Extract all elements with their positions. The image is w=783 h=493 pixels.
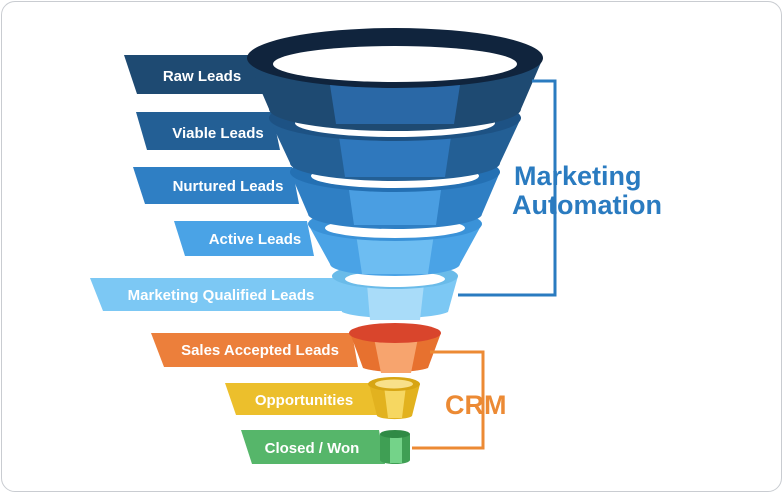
stage-ribbon-closed-won: Closed / Won bbox=[241, 430, 385, 464]
marketing-automation-label-line1: Marketing bbox=[514, 161, 642, 191]
stage-label: Nurtured Leads bbox=[173, 178, 284, 195]
stage-ribbon-active-leads: Active Leads bbox=[174, 221, 314, 256]
stage-label: Opportunities bbox=[255, 392, 353, 409]
stage-ribbon-viable-leads: Viable Leads bbox=[136, 112, 280, 150]
stage-label: Marketing Qualified Leads bbox=[128, 287, 315, 304]
funnel-segment-closed-won bbox=[380, 430, 410, 464]
stage-ribbon-raw-leads: Raw Leads bbox=[124, 55, 280, 94]
crm-bracket bbox=[412, 350, 485, 450]
marketing-automation-label-line2: Automation bbox=[512, 190, 662, 220]
funnel-segment-raw-leads bbox=[247, 28, 543, 131]
stage-ribbon-opportunities: Opportunities bbox=[225, 383, 378, 415]
stage-label: Sales Accepted Leads bbox=[181, 342, 339, 359]
stage-label: Viable Leads bbox=[172, 125, 263, 142]
stage-ribbon-sales-accepted-leads: Sales Accepted Leads bbox=[151, 333, 358, 367]
stage-label: Closed / Won bbox=[265, 440, 360, 457]
crm-label: CRM bbox=[445, 390, 507, 420]
marketing-automation-bracket bbox=[458, 79, 557, 297]
stage-ribbon-marketing-qualified-leads: Marketing Qualified Leads bbox=[90, 278, 342, 311]
stage-label: Raw Leads bbox=[163, 68, 241, 85]
stage-ribbon-nurtured-leads: Nurtured Leads bbox=[133, 167, 299, 204]
funnel-segment-opportunities bbox=[368, 377, 420, 420]
stage-label: Active Leads bbox=[209, 231, 302, 248]
funnel-segment-sales-accepted-leads bbox=[349, 323, 441, 373]
